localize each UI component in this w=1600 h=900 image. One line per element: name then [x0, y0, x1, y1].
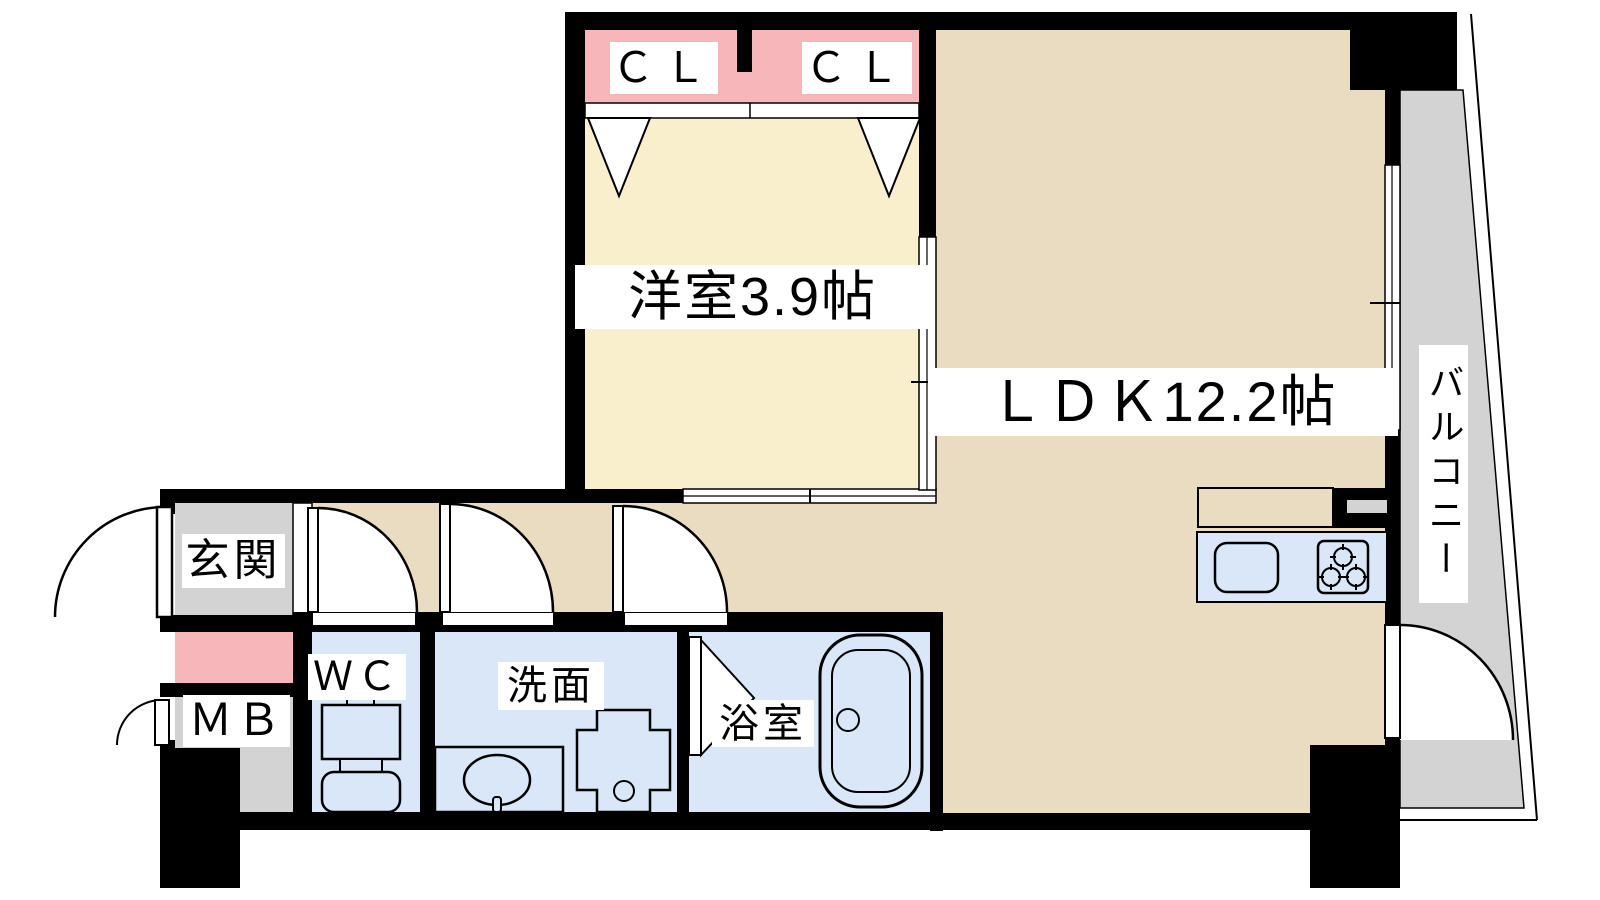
balcony-outer-edge	[1470, 13, 1538, 821]
ldk-label: ＬＤＫ12.2帖	[928, 368, 1398, 436]
bath-area-door	[612, 504, 729, 613]
entrance-door	[53, 505, 174, 619]
closet-right-label: ＣＬ	[802, 42, 912, 94]
closet-folding-doors	[586, 117, 922, 199]
fixtures	[320, 487, 1388, 814]
washroom-floor	[435, 630, 677, 812]
meter-box-label: ＭＢ	[183, 695, 290, 747]
washing-machine-pan	[575, 708, 672, 814]
kitchen-sink	[1213, 541, 1280, 594]
bath-area-threshold	[625, 613, 727, 625]
balcony-label: バルコニー	[1419, 345, 1468, 603]
washroom-door	[439, 502, 555, 613]
washbasin	[433, 745, 565, 814]
closet-sliding-track	[584, 102, 920, 119]
toilet-door	[307, 506, 419, 613]
entrance-label: 玄関	[182, 534, 285, 588]
bathtub	[818, 633, 924, 809]
closet-left-label: ＣＬ	[610, 42, 718, 94]
meter-box-floor-lower	[240, 748, 293, 812]
doors	[53, 117, 1515, 758]
walls	[160, 12, 1457, 888]
washroom-threshold	[443, 613, 553, 625]
toilet-label: ＷＣ	[308, 654, 406, 700]
toilet-fixture	[320, 692, 402, 814]
western-room-label: 洋室3.9帖	[575, 265, 930, 329]
meter-box-door	[116, 699, 170, 746]
kitchen-counter	[1196, 487, 1388, 603]
shoe-cabinet	[175, 632, 293, 683]
balcony-door	[1384, 623, 1515, 741]
toilet-threshold	[313, 613, 415, 625]
washroom-label: 洗面	[498, 662, 604, 710]
bathroom-label: 浴室	[712, 700, 814, 747]
stove	[1316, 539, 1370, 595]
